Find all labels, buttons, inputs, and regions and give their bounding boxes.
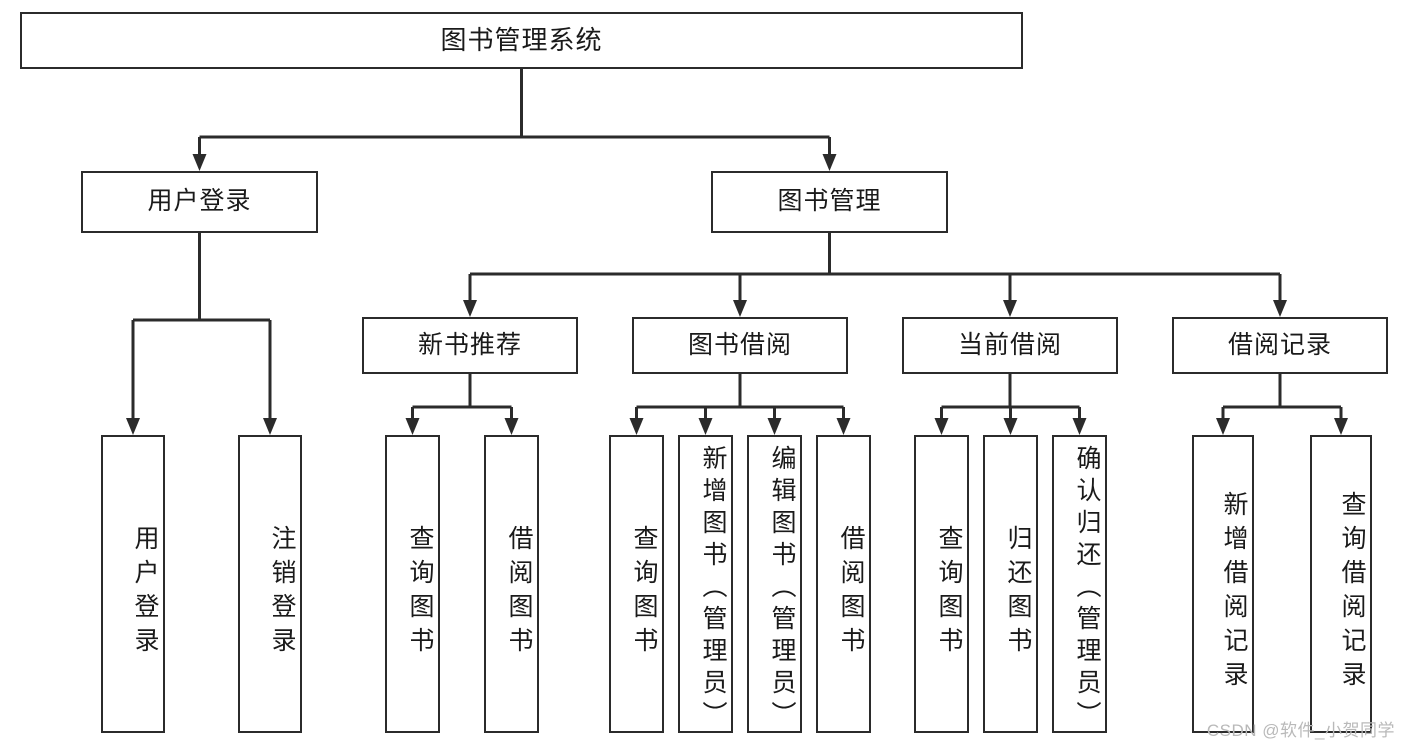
node-label: 图书管理 xyxy=(777,187,882,216)
node-leaf-add-record[interactable]: 新增借阅记录 xyxy=(1192,435,1254,733)
arrowhead-icon xyxy=(463,300,477,317)
node-label: 归还图书 xyxy=(1004,525,1032,661)
node-root[interactable]: 图书管理系统 xyxy=(20,12,1023,69)
node-label: 借阅图书 xyxy=(505,525,533,661)
arrowhead-icon xyxy=(767,418,782,435)
node-leaf-query-book-1[interactable]: 查询图书 xyxy=(385,435,440,733)
node-label: 新书推荐 xyxy=(417,330,522,359)
node-label: 用户登录 xyxy=(131,525,159,661)
arrowhead-icon xyxy=(263,418,277,435)
node-label: 确认归还（管理员） xyxy=(1073,445,1101,733)
arrowhead-icon xyxy=(1003,300,1017,317)
node-label: 编辑图书（管理员） xyxy=(768,445,796,733)
node-leaf-return-book[interactable]: 归还图书 xyxy=(983,435,1038,733)
watermark-label: CSDN @软件_小贺同学 xyxy=(1206,721,1395,740)
node-leaf-confirm-return[interactable]: 确认归还（管理员） xyxy=(1052,435,1107,733)
node-borrow-record[interactable]: 借阅记录 xyxy=(1172,317,1388,374)
node-leaf-edit-book[interactable]: 编辑图书（管理员） xyxy=(747,435,802,733)
node-leaf-borrow-book-1[interactable]: 借阅图书 xyxy=(484,435,539,733)
arrowhead-icon xyxy=(733,300,747,317)
node-user-login[interactable]: 用户登录 xyxy=(81,171,318,233)
node-label: 新增图书（管理员） xyxy=(699,445,727,733)
node-label: 用户登录 xyxy=(147,187,252,216)
node-leaf-add-book[interactable]: 新增图书（管理员） xyxy=(678,435,733,733)
node-book-manage[interactable]: 图书管理 xyxy=(711,171,948,233)
arrowhead-icon xyxy=(126,418,140,435)
arrowhead-icon xyxy=(1003,418,1018,435)
node-label: 查询图书 xyxy=(935,525,963,661)
node-label: 借阅图书 xyxy=(837,525,865,661)
node-book-borrow[interactable]: 图书借阅 xyxy=(632,317,848,374)
arrowhead-icon xyxy=(504,418,519,435)
arrowhead-icon xyxy=(934,418,949,435)
arrowhead-icon xyxy=(1273,300,1287,317)
node-label: 新增借阅记录 xyxy=(1220,491,1248,695)
node-label: 查询借阅记录 xyxy=(1338,491,1366,695)
node-leaf-query-book-2[interactable]: 查询图书 xyxy=(609,435,664,733)
node-leaf-user-login[interactable]: 用户登录 xyxy=(101,435,165,733)
arrowhead-icon xyxy=(192,154,207,171)
arrowhead-icon xyxy=(822,154,837,171)
node-label: 当前借阅 xyxy=(957,330,1062,359)
node-leaf-logout[interactable]: 注销登录 xyxy=(238,435,302,733)
arrowhead-icon xyxy=(836,418,851,435)
arrowhead-icon xyxy=(698,418,713,435)
arrowhead-icon xyxy=(1072,418,1087,435)
arrowhead-icon xyxy=(405,418,420,435)
arrowhead-icon xyxy=(629,418,644,435)
node-label: 图书管理系统 xyxy=(440,25,603,56)
edge-lines xyxy=(126,69,1348,435)
node-label: 图书借阅 xyxy=(687,330,792,359)
node-leaf-query-record[interactable]: 查询借阅记录 xyxy=(1310,435,1372,733)
node-leaf-query-book-3[interactable]: 查询图书 xyxy=(914,435,969,733)
node-label: 查询图书 xyxy=(630,525,658,661)
node-current-borrow[interactable]: 当前借阅 xyxy=(902,317,1118,374)
node-label: 注销登录 xyxy=(268,525,296,661)
node-label: 查询图书 xyxy=(406,525,434,661)
node-label: 借阅记录 xyxy=(1227,330,1332,359)
arrowhead-icon xyxy=(1334,418,1348,435)
node-new-book-recommend[interactable]: 新书推荐 xyxy=(362,317,578,374)
arrowhead-icon xyxy=(1216,418,1230,435)
node-leaf-borrow-book-2[interactable]: 借阅图书 xyxy=(816,435,871,733)
